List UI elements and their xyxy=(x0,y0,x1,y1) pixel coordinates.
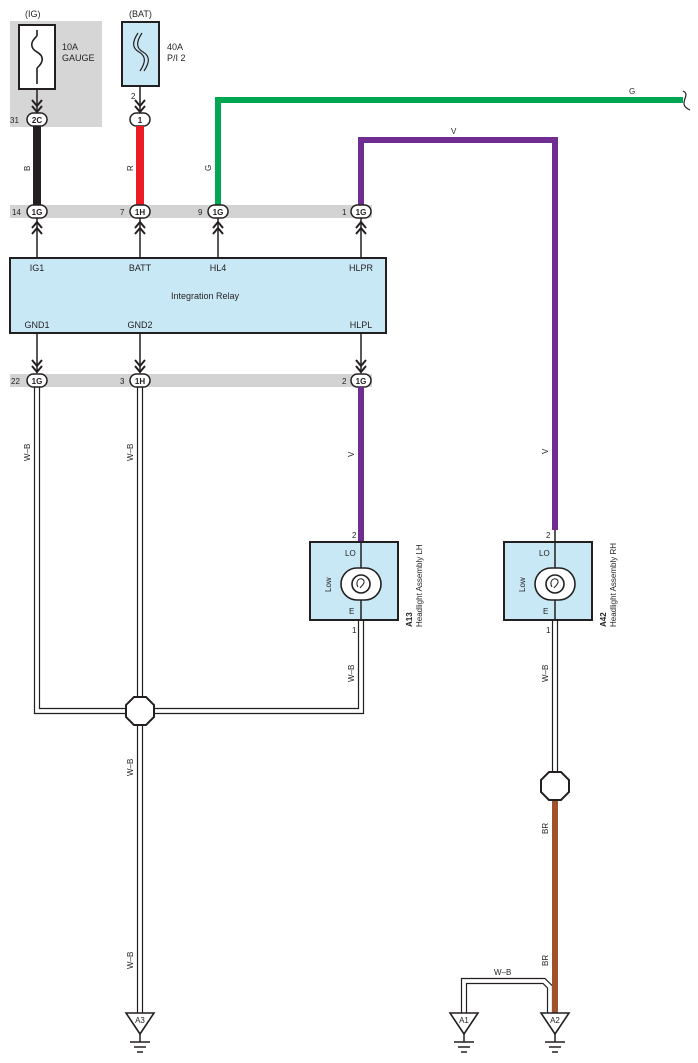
ground-a3: A3 xyxy=(124,1012,156,1053)
relay-terminal-batt: BATT xyxy=(129,263,152,273)
top-connector-3: 1G xyxy=(207,204,229,219)
svg-text:1G: 1G xyxy=(32,208,43,217)
bottom-connector-1-pin: 22 xyxy=(11,377,20,386)
wire-wb-network xyxy=(33,387,559,1013)
top-connector-2: 1H xyxy=(129,204,151,219)
svg-text:1: 1 xyxy=(138,116,143,125)
headlight-lh-lo: LO xyxy=(345,549,356,558)
ground-a1: A1 xyxy=(448,1012,480,1053)
connector-band-bottom xyxy=(10,374,372,387)
pi2-fuse xyxy=(121,21,160,87)
relay-terminal-gnd2: GND2 xyxy=(127,320,152,330)
relay-terminal-hl4: HL4 xyxy=(210,263,227,273)
headlight-lh xyxy=(309,541,399,621)
pi2-fuse-rating: 40A xyxy=(167,42,183,52)
headlight-rh-low: Low xyxy=(518,577,527,592)
wire-r-label: R xyxy=(126,165,135,171)
gauge-fuse xyxy=(18,24,56,90)
splice-a3 xyxy=(125,696,155,726)
gauge-pin-label: 31 xyxy=(10,116,19,125)
gauge-fuse-name: GAUGE xyxy=(62,53,95,63)
headlight-lh-low: Low xyxy=(324,577,333,592)
wire-br-lower-label: BR xyxy=(541,955,550,966)
wire-g-top-label: G xyxy=(629,87,635,96)
headlight-rh-pin-top: 2 xyxy=(546,531,551,540)
headlight-rh-code: A42 xyxy=(599,612,608,627)
wire-g-vertical-label: G xyxy=(204,165,213,171)
connector-2c: 2C xyxy=(26,112,48,127)
top-connector-4-pin: 1 xyxy=(342,208,347,217)
bottom-connector-2-pin: 3 xyxy=(120,377,125,386)
relay-terminal-hlpl: HLPL xyxy=(350,320,373,330)
headlight-lh-pin-bottom: 1 xyxy=(352,626,357,635)
bottom-connector-3: 1G xyxy=(350,373,372,388)
headlight-rh xyxy=(503,530,593,621)
svg-text:1G: 1G xyxy=(32,377,43,386)
relay-title: Integration Relay xyxy=(171,291,240,301)
splice-rh xyxy=(540,771,570,801)
connector-band-top xyxy=(10,205,372,218)
wire-v-rh-label: V xyxy=(541,448,550,454)
headlight-lh-pin-top: 2 xyxy=(352,531,357,540)
wire-wb-gnd2-label: W–B xyxy=(126,444,135,461)
wire-g xyxy=(215,97,683,205)
headlight-rh-lo: LO xyxy=(539,549,550,558)
ground-a2: A2 xyxy=(539,1012,571,1053)
bottom-connector-3-pin: 2 xyxy=(342,377,347,386)
gauge-fuse-rating: 10A xyxy=(62,42,78,52)
svg-text:A2: A2 xyxy=(550,1016,560,1025)
pi2-pin-label: 2 xyxy=(131,92,136,101)
headlight-rh-e: E xyxy=(543,607,548,616)
wire-wb-gnd1-label: W–B xyxy=(23,444,32,461)
svg-text:A1: A1 xyxy=(459,1016,469,1025)
wire-b-label: B xyxy=(23,166,32,171)
headlight-rh-pin-bottom: 1 xyxy=(546,626,551,635)
svg-text:A3: A3 xyxy=(135,1016,145,1025)
relay-terminal-gnd1: GND1 xyxy=(24,320,49,330)
headlight-rh-name: Headlight Assembly RH xyxy=(609,543,618,627)
wire-break-mark xyxy=(682,90,691,111)
headlight-lh-name: Headlight Assembly LH xyxy=(415,544,424,627)
wire-wb-a3-lower-label: W–B xyxy=(126,952,135,969)
wire-wb-lh-label: W–B xyxy=(347,665,356,682)
svg-text:1H: 1H xyxy=(135,377,145,386)
wire-wb-rh-label: W–B xyxy=(541,665,550,682)
svg-text:2C: 2C xyxy=(32,116,42,125)
connector-1-bat: 1 xyxy=(129,112,151,127)
relay-terminal-ig1: IG1 xyxy=(30,263,45,273)
wire-v-lh-label: V xyxy=(347,451,356,457)
ig-source-label: (IG) xyxy=(25,9,41,19)
bottom-connector-1: 1G xyxy=(26,373,48,388)
wire-wb-a1-label: W–B xyxy=(494,968,511,977)
top-connector-1-pin: 14 xyxy=(12,208,21,217)
svg-text:1G: 1G xyxy=(213,208,224,217)
svg-text:1G: 1G xyxy=(356,377,367,386)
headlight-lh-code: A13 xyxy=(405,612,414,627)
wire-v-top-label: V xyxy=(451,127,457,136)
svg-text:1H: 1H xyxy=(135,208,145,217)
top-connector-4: 1G xyxy=(350,204,372,219)
wire-v-rh xyxy=(358,137,558,530)
top-connector-1: 1G xyxy=(26,204,48,219)
wire-br-upper-label: BR xyxy=(541,823,550,834)
pi2-fuse-name: P/I 2 xyxy=(167,53,186,63)
bat-source-label: (BAT) xyxy=(129,9,152,19)
svg-text:1G: 1G xyxy=(356,208,367,217)
wire-wb-a3-upper-label: W–B xyxy=(126,759,135,776)
integration-relay xyxy=(9,257,387,334)
headlight-lh-e: E xyxy=(349,607,354,616)
top-connector-3-pin: 9 xyxy=(198,208,203,217)
bottom-connector-2: 1H xyxy=(129,373,151,388)
top-connector-2-pin: 7 xyxy=(120,208,125,217)
relay-terminal-hlpr: HLPR xyxy=(349,263,374,273)
